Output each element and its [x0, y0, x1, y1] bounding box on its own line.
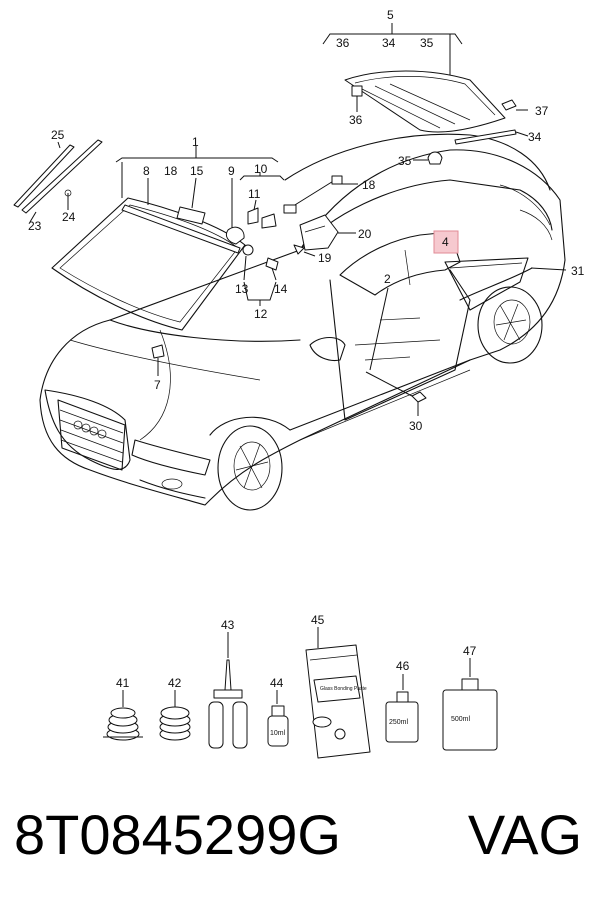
trim-parts [13, 139, 427, 403]
footer: 8T0845299G VAG [0, 795, 600, 885]
bottle-44: 10ml [267, 690, 289, 747]
callout-labels: 5 36 34 35 36 37 34 35 25 24 23 1 8 18 1… [28, 8, 585, 433]
svg-text:10ml: 10ml [270, 730, 286, 737]
svg-text:Glass Bonding Paste: Glass Bonding Paste [320, 686, 367, 692]
callout-1: 1 [192, 135, 199, 149]
parts-diagram: 5 36 34 35 36 37 34 35 25 24 23 1 8 18 1… [13, 8, 585, 759]
callout-44: 44 [270, 676, 284, 690]
cord-coil-42 [159, 690, 191, 741]
cord-coil-41 [103, 690, 143, 741]
callout-46: 46 [396, 659, 410, 673]
accessories: 10ml Glass Bonding Paste 250ml 500ml [103, 613, 498, 759]
callout-34-top: 34 [382, 36, 396, 50]
svg-text:500ml: 500ml [451, 716, 471, 723]
callout-4: 4 [442, 235, 449, 249]
part-number: 8T0845299G [14, 803, 341, 866]
callout-42: 42 [168, 676, 182, 690]
callout-23: 23 [28, 219, 42, 233]
adhesive-cartridge-43 [208, 632, 248, 749]
callout-35-top: 35 [420, 36, 434, 50]
callout-24: 24 [62, 210, 76, 224]
callout-19: 19 [318, 251, 332, 265]
packet-45: Glass Bonding Paste [305, 627, 371, 759]
callout-7: 7 [154, 378, 161, 392]
callout-5: 5 [387, 8, 394, 22]
callout-11: 11 [248, 187, 261, 201]
callout-31: 31 [571, 264, 585, 278]
callout-18: 18 [362, 178, 376, 192]
leader-lines [29, 23, 567, 416]
highlight-part-4 [433, 230, 459, 254]
callout-41: 41 [116, 676, 130, 690]
callout-37: 37 [535, 104, 549, 118]
callout-36: 36 [349, 113, 363, 127]
callout-2: 2 [384, 272, 391, 286]
svg-text:250ml: 250ml [389, 719, 409, 726]
callout-14: 14 [274, 282, 288, 296]
callout-12: 12 [254, 307, 268, 321]
callout-13: 13 [235, 282, 249, 296]
callout-25: 25 [51, 128, 65, 142]
callout-30: 30 [409, 419, 423, 433]
callout-45: 45 [311, 613, 325, 627]
callout-10: 10 [254, 162, 268, 176]
bottle-47: 500ml [442, 658, 498, 751]
sunroof-parts [344, 70, 517, 165]
callout-34: 34 [528, 130, 542, 144]
brand-label: VAG [467, 803, 582, 866]
bottle-46: 250ml [385, 674, 419, 743]
callout-47: 47 [463, 644, 477, 658]
callout-43: 43 [221, 618, 235, 632]
callout-20: 20 [358, 227, 372, 241]
callout-18-left: 18 [164, 164, 178, 178]
callout-35: 35 [398, 154, 412, 168]
callout-9: 9 [228, 164, 235, 178]
callout-8: 8 [143, 164, 150, 178]
car-illustration [39, 133, 566, 511]
callout-15: 15 [190, 164, 204, 178]
callout-36-top: 36 [336, 36, 350, 50]
